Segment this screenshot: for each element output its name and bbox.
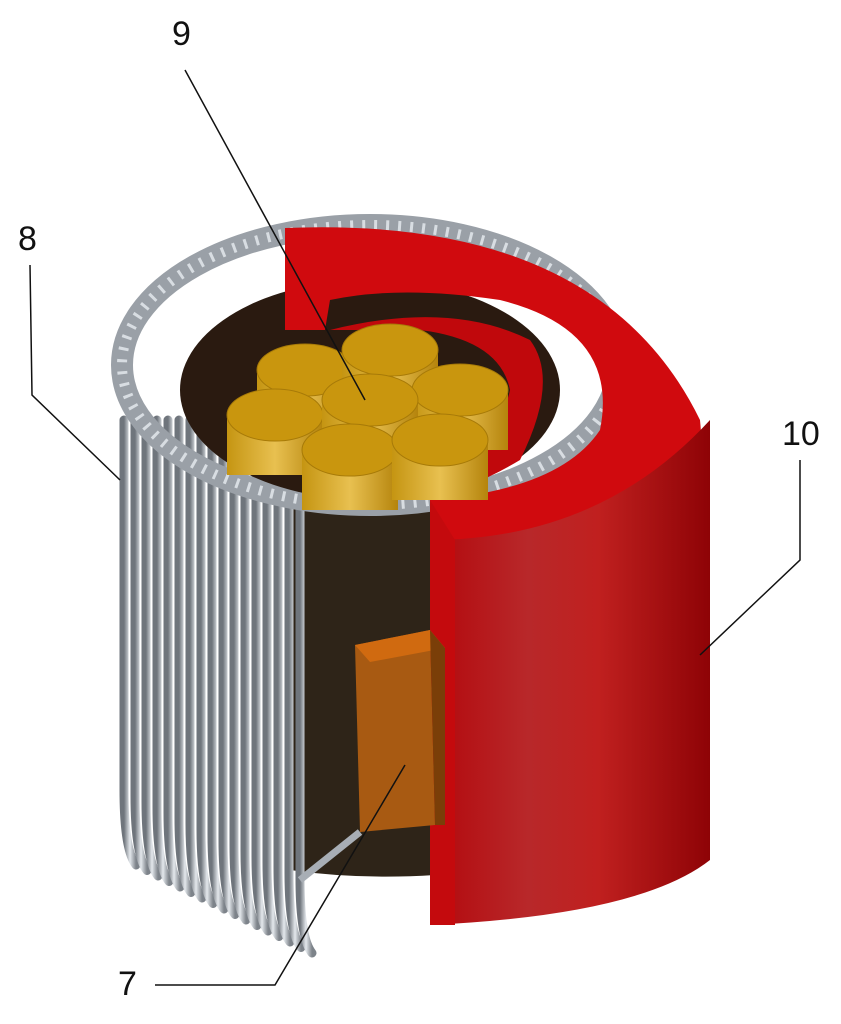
coil-turn <box>185 415 207 903</box>
coil-turn <box>119 415 141 870</box>
coil-turn <box>141 415 163 881</box>
leader-line-8 <box>29 264 121 481</box>
leader-line-10 <box>699 460 801 656</box>
shell-inner <box>330 317 543 495</box>
shell-top <box>285 227 702 540</box>
coil-turn <box>229 415 251 925</box>
rod-top <box>226 388 324 442</box>
rod-top <box>321 373 419 427</box>
coil-turn <box>174 415 196 897</box>
label-9: 9 <box>172 15 191 53</box>
leader-line-9 <box>184 69 366 401</box>
coil-turn <box>196 415 218 908</box>
coil-turn <box>262 415 284 941</box>
label-8: 8 <box>18 220 37 258</box>
coil-turn <box>218 415 240 919</box>
coil-turn <box>163 415 185 892</box>
label-7: 7 <box>118 965 137 1003</box>
coil-turn <box>130 415 152 875</box>
lead-wire <box>297 829 363 883</box>
coil-turn <box>251 415 273 936</box>
rod-top <box>411 363 509 417</box>
sensor-block <box>355 630 435 832</box>
coil-turn <box>284 415 306 952</box>
coil-turn <box>152 415 174 886</box>
coil-turn <box>240 415 262 930</box>
rod-bundle <box>226 323 509 510</box>
shell-front <box>430 420 710 925</box>
rod-top <box>391 413 489 467</box>
rod-top <box>301 423 399 477</box>
rod-top <box>341 323 439 377</box>
coil-winding-side <box>119 415 317 958</box>
coil-turn <box>273 415 295 947</box>
leader-line-7 <box>155 764 406 986</box>
coil-turn <box>207 415 229 914</box>
label-10: 10 <box>782 415 820 453</box>
